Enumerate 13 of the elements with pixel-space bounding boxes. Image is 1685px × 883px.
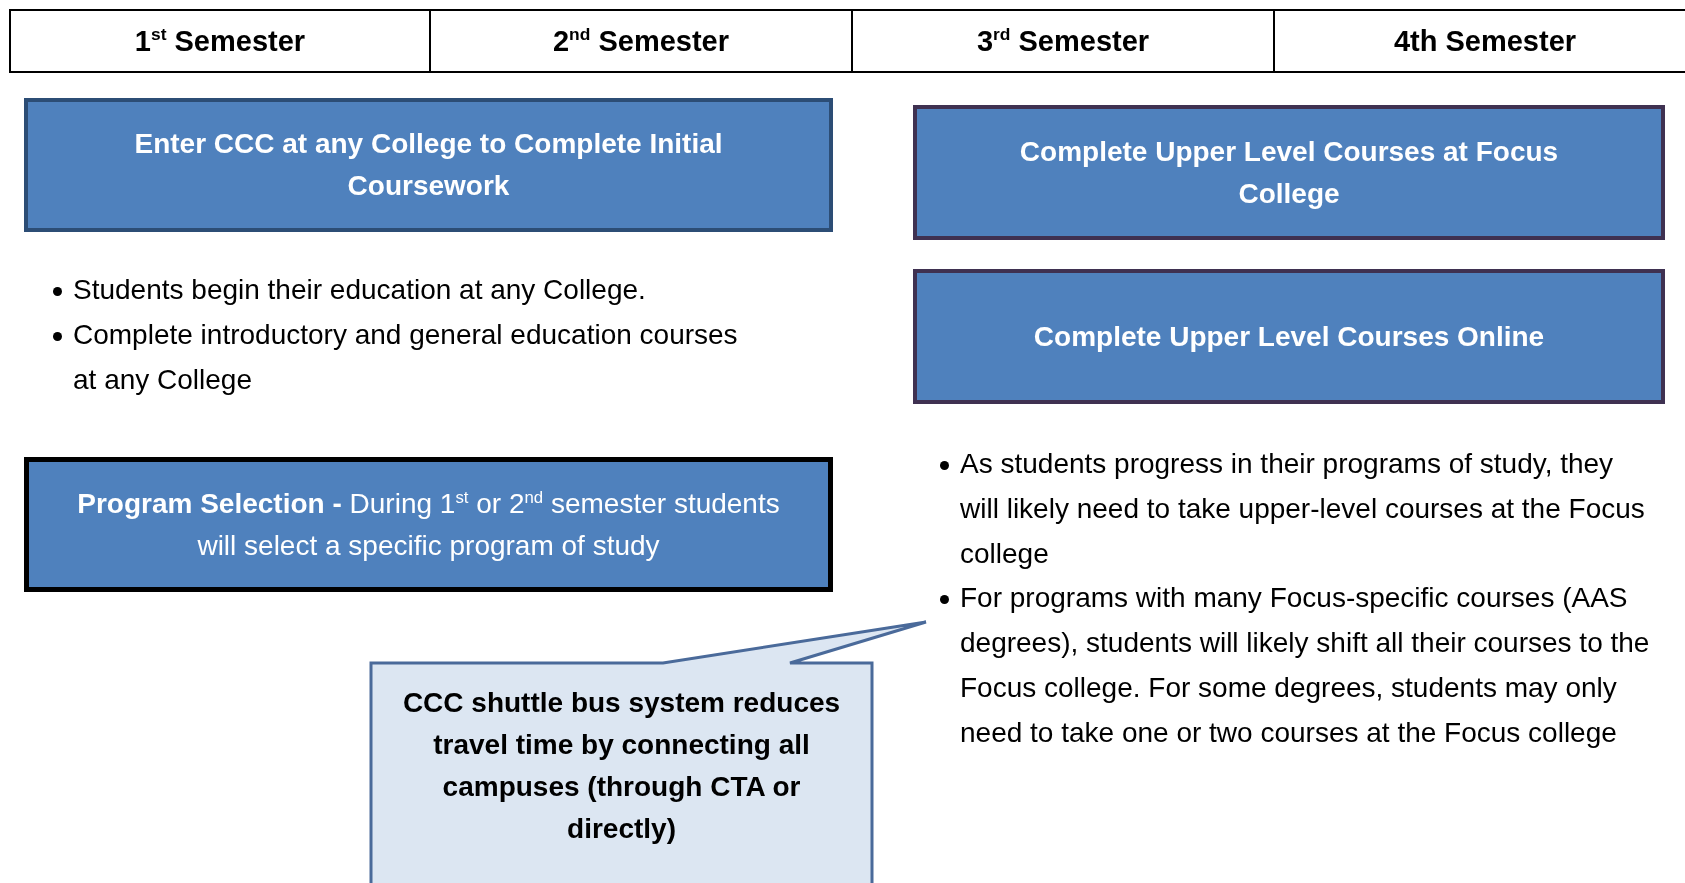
header-cell: 2$^{nd}$ Semester — [431, 9, 853, 73]
bullet-text: As students progress in their programs of study, they will likely need to take upper-level courses at the Focus college — [960, 448, 1645, 569]
bullet-text: Complete introductory and general education courses at any College — [73, 318, 738, 395]
bullet-text: For programs with many Focus-specific courses (AAS degrees), students will likely shift all their courses to the Focus college. For some degrees, students may only need to take one or two courses at the Focus college — [960, 582, 1650, 748]
bullet-text: Students begin their education at any College. — [73, 274, 646, 305]
header-cell: 1$^{st}$ Semester — [9, 9, 431, 73]
header-cell: 3$^{rd}$ Semester — [853, 9, 1275, 73]
process-box: Complete Upper Level Courses at Focus College — [913, 105, 1665, 240]
process-box: Enter CCC at any College to Complete Initial Coursework — [24, 98, 833, 232]
header-cell: 4th Semester — [1275, 9, 1685, 73]
callout-text: CCC shuttle bus system reduces travel time by connecting all campuses (through CTA or directly) — [402, 687, 841, 844]
process-box: Program Selection - During 1$^{st}$ or 2$^{nd}$ semester students will select a specific program of study — [24, 457, 833, 592]
process-box: Complete Upper Level Courses Online — [913, 269, 1665, 404]
